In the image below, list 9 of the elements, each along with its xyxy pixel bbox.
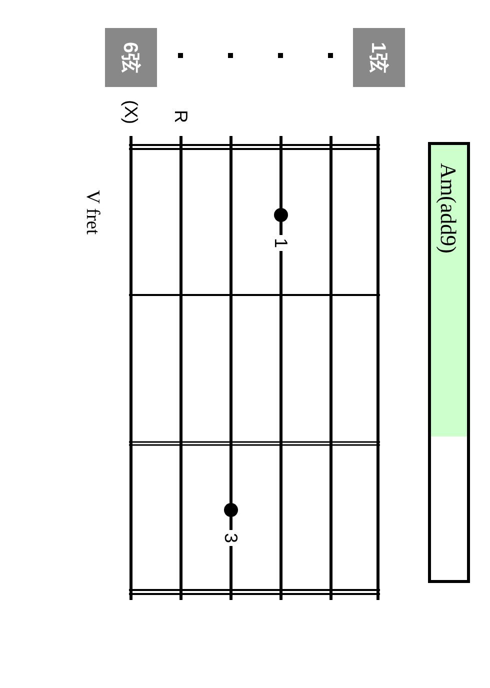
muted-string-mark: (X) xyxy=(120,100,142,124)
string-label: 1弦 xyxy=(353,28,405,87)
fret-position-label: V fret xyxy=(81,190,104,234)
finger-dot xyxy=(274,208,288,222)
chord-name-bar xyxy=(428,142,470,583)
chord-name: Am(add9) xyxy=(435,163,461,254)
string-label: 6弦 xyxy=(105,28,157,87)
finger-dot xyxy=(224,503,238,517)
root-mark: R xyxy=(170,110,192,123)
